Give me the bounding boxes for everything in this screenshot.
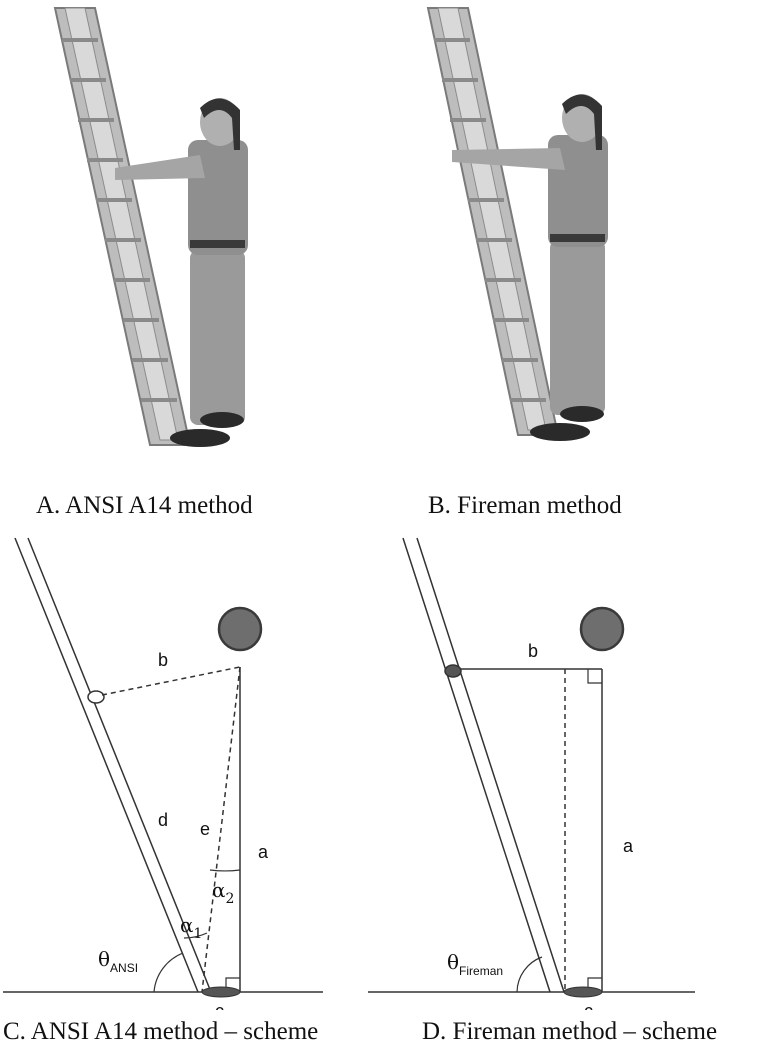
scheme-fireman-method: b a c θFireman [368,537,695,1010]
ladder-illustration [53,7,192,446]
label-d: d [158,810,168,830]
ladder-rails [14,537,212,993]
segment-e [201,666,241,993]
theta-arc [153,952,184,993]
label-e: e [200,819,210,839]
label-b: b [528,641,538,661]
alpha1-arc [183,932,208,939]
caption-panel-a: A. ANSI A14 method [36,492,253,519]
photo-ansi-method [53,7,248,447]
hand-grip-marker [87,690,105,704]
label-b: b [158,650,168,670]
head-circle [579,606,625,652]
scheme-ansi-method: b d e a c α1 α2 θANSI [3,537,323,1010]
label-c: c [215,1001,224,1010]
label-alpha1: α1 [180,913,202,942]
label-a: a [258,842,269,862]
foot-marker [201,986,241,998]
person-illustration [115,98,248,447]
alpha2-arc [209,869,241,872]
caption-panel-b: B. Fireman method [428,492,622,519]
label-theta-fireman: θFireman [447,950,503,978]
label-c: c [584,1001,593,1010]
right-angle-top [587,669,602,684]
hand-grip-marker [444,664,462,678]
ladder-rails [402,537,565,993]
segment-b [101,666,241,696]
label-alpha2: α2 [212,878,234,907]
theta-arc [516,956,543,993]
caption-panel-c: C. ANSI A14 method – scheme [3,1018,319,1045]
head-circle [217,606,263,652]
caption-panel-d: D. Fireman method – scheme [422,1018,718,1045]
label-a: a [623,836,634,856]
foot-marker [563,986,603,998]
photo-fireman-method [426,7,608,441]
ladder-illustration [426,7,560,436]
label-theta-ansi: θANSI [98,947,138,975]
person-illustration [452,94,608,441]
